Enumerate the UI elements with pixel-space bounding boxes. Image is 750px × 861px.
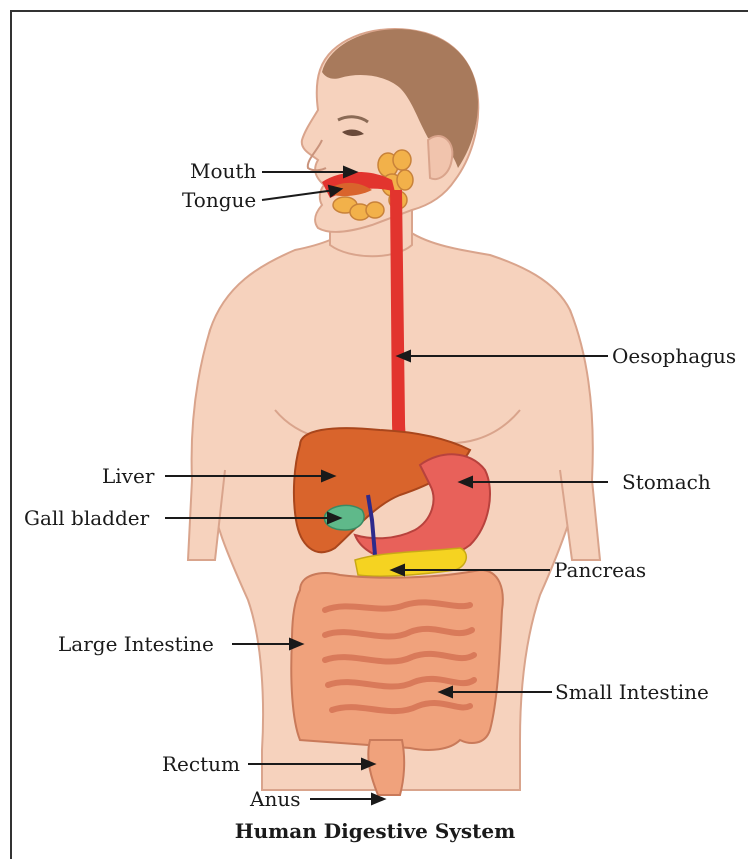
label-large-intestine: Large Intestine: [58, 634, 214, 654]
label-oesophagus: Oesophagus: [612, 346, 736, 366]
label-pancreas: Pancreas: [554, 560, 646, 580]
label-gall-bladder: Gall bladder: [24, 508, 149, 528]
label-anus: Anus: [250, 789, 300, 809]
label-stomach: Stomach: [622, 472, 711, 492]
label-mouth: Mouth: [190, 161, 256, 181]
label-tongue: Tongue: [182, 190, 256, 210]
label-rectum: Rectum: [162, 754, 240, 774]
diagram-caption: Human Digestive System: [0, 819, 750, 843]
label-liver: Liver: [102, 466, 154, 486]
label-small-intestine: Small Intestine: [555, 682, 709, 702]
